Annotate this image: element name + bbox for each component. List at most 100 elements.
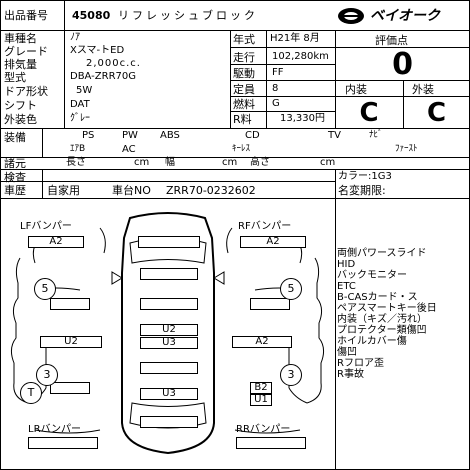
divider [0,181,335,182]
damage-box [28,437,98,449]
lot-label: 出品番号 [4,9,48,22]
drive-value: FF [272,67,284,78]
damage-box [50,382,90,394]
damage-box: U1 [250,394,272,406]
equipment-label: 装備 [4,131,26,144]
note-line: ホイルカバー傷 [337,336,407,347]
note-line: バックモニター [337,270,407,281]
fuel-label: 燃料 [233,98,255,111]
equipment-item: ﾌｧｰｽﾄ [395,144,418,154]
divider [335,80,470,81]
logo-text: ベイオーク [370,8,440,24]
logo-icon [338,8,364,24]
divider [230,80,335,81]
note-line: HID [337,259,356,270]
divider [230,64,335,65]
model-label: 車種名 [4,32,37,45]
r-price-label: R料 [233,113,252,126]
height-label: 高さ [250,157,270,168]
width-unit: cm [222,157,238,168]
damage-box [138,236,200,248]
name-change-deadline: 名変期限: [338,184,386,197]
divider [266,30,267,128]
note-line: R事故 [337,369,364,380]
inspection-label: 検査 [4,171,26,184]
history-label: 車歴 [4,184,26,197]
note-line: 傷凹 [337,347,357,358]
lot-number: 45080 [72,9,111,22]
damage-marker: T [20,382,42,404]
interior-score: C [359,98,379,128]
history-value: 自家用 [47,184,80,197]
height-unit: cm [320,157,336,168]
damage-box: A2 [240,236,306,248]
damage-box: U3 [140,337,198,349]
divider [335,30,336,128]
equipment-item: PW [122,130,138,141]
damage-box [140,362,198,374]
divider [230,30,231,128]
chassis-label: 車台NO [112,184,151,197]
type-value: DBA-ZRR70G [70,71,137,82]
year-label: 年式 [233,33,255,46]
divider [0,169,470,170]
damage-box: U2 [140,324,198,336]
grade-label: グレード [4,45,48,58]
equipment-item: AC [122,144,136,155]
notes-list: 両側パワースライド HID バックモニター ETC B-CASカード・ス ペアス… [337,248,469,380]
color-value: ｸﾞﾚｰ [70,113,90,124]
damage-box: B2 [250,382,272,394]
divider [335,96,470,97]
equipment-item: ｴｱB [70,144,86,154]
mileage-value: 102,280km [272,51,329,62]
divider [403,80,404,128]
exterior-score: C [426,98,447,128]
dimensions-label: 諸元 [4,157,26,170]
shift-label: シフト [4,99,37,112]
mileage-label: 走行 [233,51,255,64]
length-unit: cm [134,157,150,168]
divider [42,128,43,157]
divider [230,47,335,48]
lr-bumper-label: LRバンパー [28,424,82,435]
divider [0,198,470,199]
damage-marker: 5 [280,278,302,300]
damage-box [140,298,198,310]
eval-score: 0 [392,47,413,82]
logo: ベイオーク [336,6,466,26]
interior-label: 内装 [345,83,367,96]
equipment-item: ｷｰﾚｽ [232,144,251,154]
damage-box: U2 [40,336,102,348]
divider [64,0,65,30]
displacement-label: 排気量 [4,58,37,71]
note-line: ETC [337,281,356,292]
lf-bumper-label: LFバンパー [20,221,72,232]
grade-value: Xスマ-トED [70,45,125,56]
chassis-value: ZRR70-0232602 [166,184,256,197]
doors-value: 5W [76,85,93,96]
damage-box [50,298,90,310]
doors-label: ドア形状 [4,85,48,98]
width-label: 幅 [165,157,175,168]
shift-value: DAT [70,99,90,110]
displacement-value: 2,000c.c. [86,58,141,69]
damage-box [250,298,290,310]
page-title: リフレッシュブロック [118,9,258,22]
length-label: 長さ [66,157,86,168]
damage-marker: 3 [280,364,302,386]
divider [335,169,336,470]
equipment-item: CD [245,130,260,141]
note-line: プロテクター類傷凹 [337,325,427,336]
divider [42,169,43,198]
damage-marker: 5 [34,278,56,300]
equipment-item: PS [82,130,95,141]
capacity-value: 8 [272,83,279,94]
divider [0,30,470,31]
color-code: カラー:1G3 [338,171,392,182]
divider [335,47,470,48]
eval-label: 評価点 [375,34,408,47]
divider [64,30,65,128]
damage-marker: 3 [36,364,58,386]
equipment-item: ABS [160,130,180,141]
rr-bumper-label: RRバンパー [236,424,291,435]
